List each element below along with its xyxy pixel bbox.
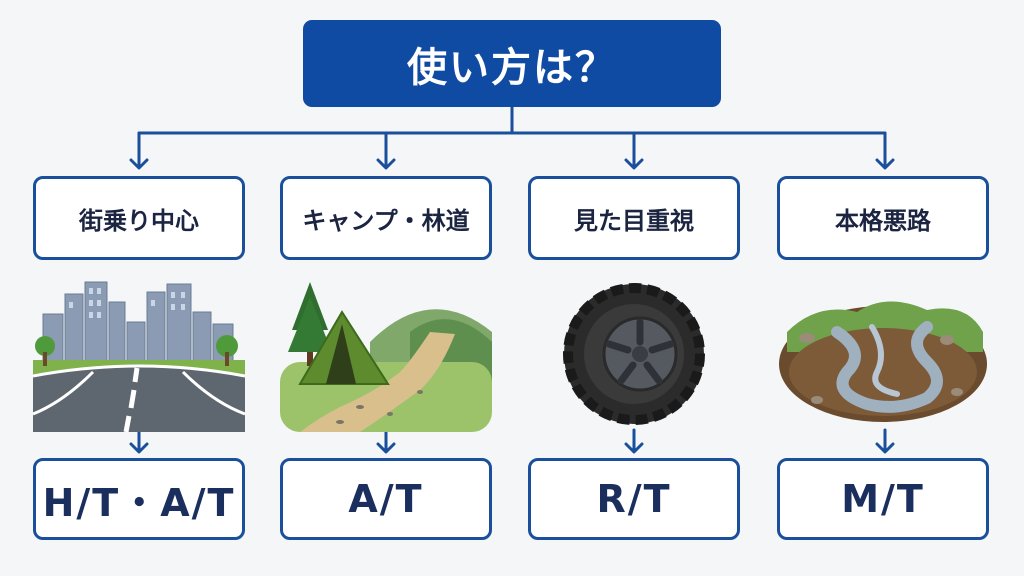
- rugged-tire-icon: [563, 283, 705, 425]
- usage-box-city: 街乗り中心: [33, 176, 245, 260]
- tire-type-label: M/T: [841, 477, 925, 521]
- usage-box-camp: キャンプ・林道: [280, 176, 492, 260]
- usage-label: 本格悪路: [835, 206, 931, 235]
- usage-box-offroad: 本格悪路: [777, 176, 989, 260]
- city-road-icon: [33, 281, 245, 432]
- tire-type-label: R/T: [596, 477, 672, 521]
- tire-box-at: A/T: [280, 458, 492, 540]
- title-box: 使い方は？: [303, 20, 721, 107]
- tire-type-label: H/T・A/T: [42, 480, 236, 525]
- usage-label: キャンプ・林道: [302, 206, 470, 235]
- camp-trail-icon: [280, 282, 492, 432]
- tire-box-ht-at: H/T・A/T: [33, 458, 245, 540]
- tire-type-label: A/T: [348, 477, 424, 521]
- tire-box-rt: R/T: [528, 458, 740, 540]
- usage-box-looks: 見た目重視: [528, 176, 740, 260]
- title-text: 使い方は？: [407, 44, 617, 91]
- usage-label: 見た目重視: [574, 206, 694, 235]
- muddy-track-icon: [779, 301, 987, 422]
- tire-box-mt: M/T: [777, 458, 989, 540]
- usage-label: 街乗り中心: [79, 206, 199, 235]
